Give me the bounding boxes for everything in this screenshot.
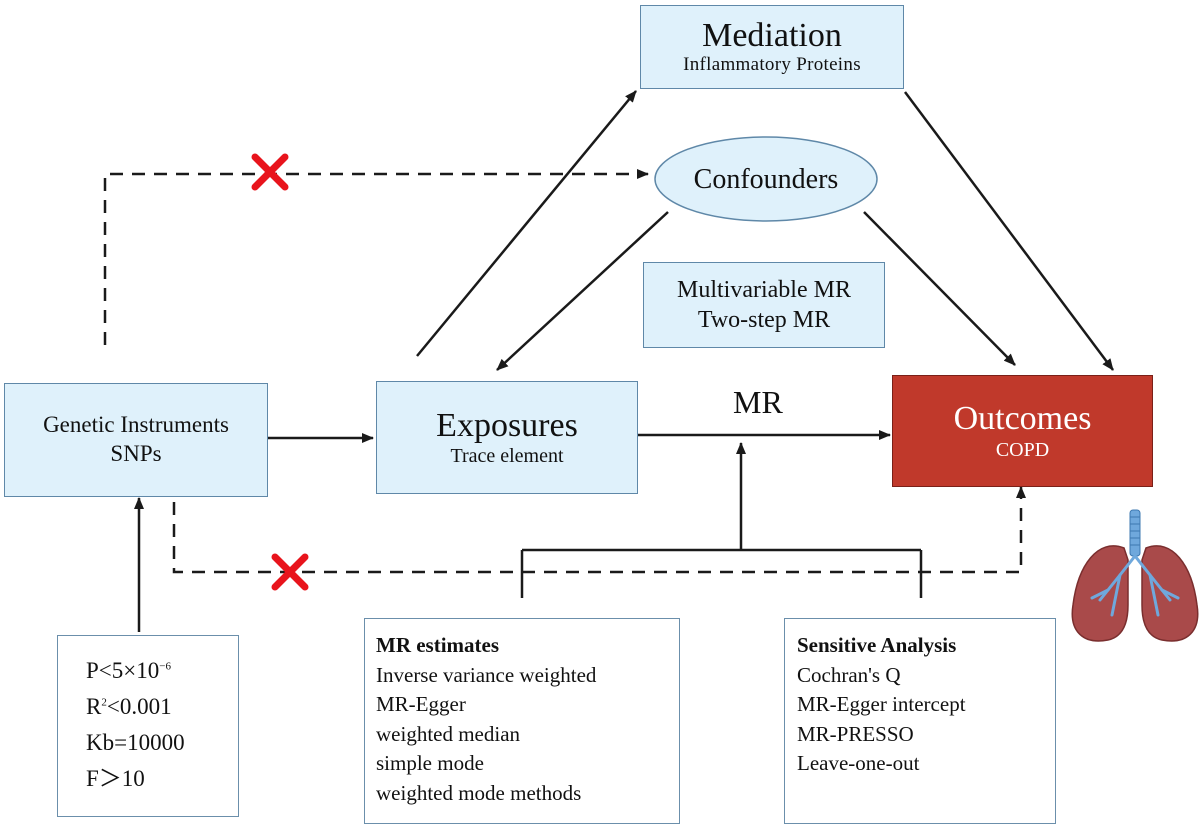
sensitive-item: MR-PRESSO (797, 721, 914, 746)
criteria-kb: Kb=10000 (86, 730, 185, 755)
mr-estimates-item: weighted median (376, 721, 521, 746)
mr-estimates-item: simple mode (376, 751, 484, 775)
mediation-box: Mediation Inflammatory Proteins (640, 5, 904, 89)
mediation-subtitle: Inflammatory Proteins (683, 54, 861, 76)
mr-estimates-item: MR-Egger (376, 692, 466, 716)
mr-estimates-item: weighted mode methods (376, 780, 582, 805)
edge-genetic-outcomes-dashed (172, 486, 1026, 574)
confounders-node: Confounders (655, 137, 877, 221)
mediation-title: Mediation (702, 16, 842, 54)
mvmr-box: Multivariable MR Two-step MR (643, 262, 885, 348)
exposures-box: Exposures Trace element (376, 381, 638, 494)
outcomes-title: Outcomes (953, 400, 1092, 438)
cross-mark-icon (251, 153, 289, 191)
outcomes-subtitle: COPD (995, 438, 1050, 461)
sensitive-analysis-box: Sensitive Analysis Cochran's Q MR-Egger … (784, 618, 1056, 824)
mvmr-line1: Multivariable MR (677, 277, 851, 303)
criteria-r-rest: <0.001 (106, 694, 172, 719)
criteria-box: P<5×10−6 R2<0.001 Kb=10000 F＞10 (57, 635, 239, 817)
criteria-p-value: P<5×10−6 (86, 653, 238, 689)
lungs-icon (1071, 509, 1199, 642)
genetic-instruments-box: Genetic Instruments SNPs (4, 383, 268, 497)
mr-estimates-item: Inverse variance weighted (376, 662, 597, 687)
genetic-line2: SNPs (110, 441, 162, 466)
edge-mediation-outcomes (903, 91, 1115, 371)
edge-genetic-confounders-dashed (103, 169, 649, 345)
sensitive-item: MR-Egger intercept (797, 692, 966, 716)
cross-mark-icon (271, 553, 309, 591)
mr-estimates-box: MR estimates Inverse variance weighted M… (364, 618, 680, 824)
sensitive-heading: Sensitive Analysis (797, 633, 957, 657)
criteria-r2: R2<0.001 (86, 689, 238, 725)
mr-edge-label: MR (733, 384, 783, 420)
criteria-r-base: R (86, 694, 102, 719)
confounders-label: Confounders (693, 163, 839, 195)
criteria-r-exponent: 2 (101, 696, 107, 709)
criteria-p-exponent: −6 (159, 660, 171, 673)
edge-confounders-exposures (496, 211, 669, 371)
mvmr-line2: Two-step MR (697, 307, 831, 333)
confounders-ellipse (654, 136, 878, 222)
genetic-line1: Genetic Instruments (43, 412, 229, 438)
criteria-f: F＞10 (86, 766, 145, 791)
sensitive-item: Leave-one-out (797, 751, 920, 775)
edge-confounders-outcomes (863, 211, 1016, 366)
edge-exposures-mediation (416, 90, 637, 357)
mr-estimates-heading: MR estimates (376, 633, 500, 657)
sensitive-item: Cochran's Q (797, 662, 901, 687)
exposures-subtitle: Trace element (450, 445, 564, 468)
criteria-p-base: P<5×10 (86, 658, 160, 683)
exposures-title: Exposures (436, 406, 578, 444)
outcomes-box: Outcomes COPD (892, 375, 1153, 487)
